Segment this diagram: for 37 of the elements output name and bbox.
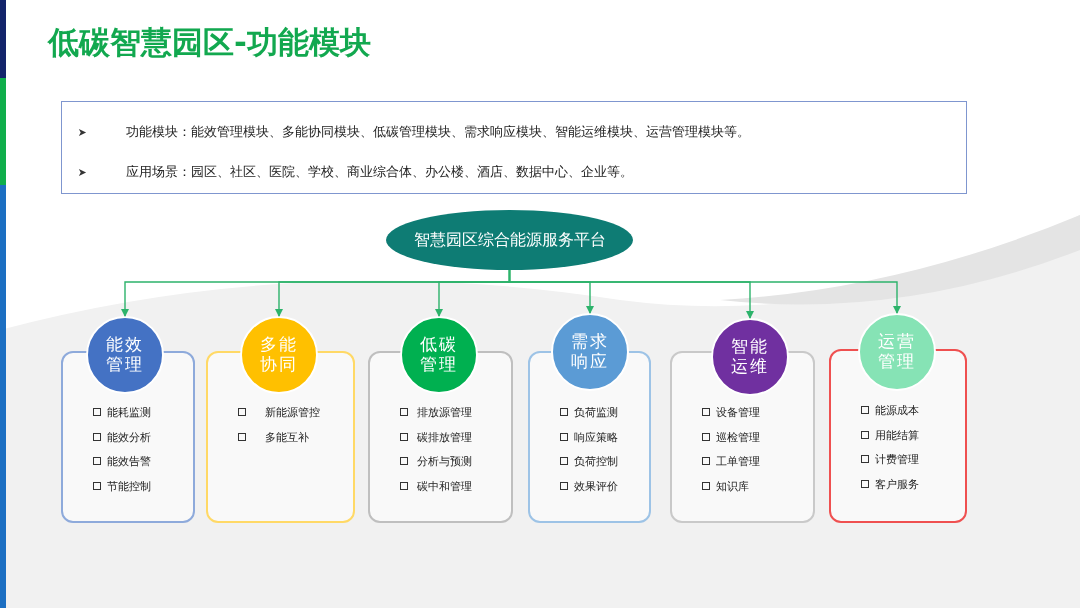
list-item: 负荷控制 (574, 454, 618, 469)
module-card (829, 349, 967, 523)
list-item: 效果评价 (574, 478, 618, 494)
list-item: 新能源管控 (265, 405, 320, 420)
list-item: 计费管理 (875, 452, 919, 467)
list-item: 多能互补 (265, 429, 309, 445)
info-box (61, 101, 967, 194)
list-item: 知识库 (716, 478, 749, 494)
slide-title: 低碳智慧园区-功能模块 (48, 23, 371, 62)
list-item: 能源成本 (875, 403, 919, 418)
list-item: 能效告警 (107, 454, 151, 469)
module-card (368, 351, 513, 523)
list-item: 工单管理 (716, 454, 760, 469)
module-title: 智能运维 (731, 337, 769, 377)
list-item: 用能结算 (875, 427, 919, 443)
list-item: 分析与预测 (417, 454, 472, 469)
list-item: 负荷监测 (574, 405, 618, 420)
list-item: 排放源管理 (417, 405, 472, 420)
list-item: 碳排放管理 (417, 429, 472, 445)
list-item: 能耗监测 (107, 405, 151, 420)
list-item: 巡检管理 (716, 429, 760, 445)
module-title: 多能协同 (260, 335, 298, 375)
module-title: 能效管理 (106, 335, 144, 375)
module-title: 低碳管理 (420, 335, 458, 375)
list-item: 碳中和管理 (417, 478, 472, 494)
module-title: 需求响应 (571, 332, 609, 372)
list-item: 能效分析 (107, 429, 151, 445)
module-card (206, 351, 355, 523)
list-item: 设备管理 (716, 405, 760, 420)
list-item: 客户服务 (875, 476, 919, 492)
connector-arrow (508, 269, 901, 314)
list-item: 节能控制 (107, 478, 151, 494)
bullet-text: 功能模块：能效管理模块、多能协同模块、低碳管理模块、需求响应模块、智能运维模块、运营管理模块等。 (126, 124, 750, 141)
list-item: 响应策略 (574, 429, 618, 445)
module-title: 运营管理 (878, 332, 916, 372)
platform-label: 智慧园区综合能源服务平台 (413, 229, 606, 251)
bullet-text: 应用场景：园区、社区、医院、学校、商业综合体、办公楼、酒店、数据中心、企业等。 (126, 164, 633, 181)
